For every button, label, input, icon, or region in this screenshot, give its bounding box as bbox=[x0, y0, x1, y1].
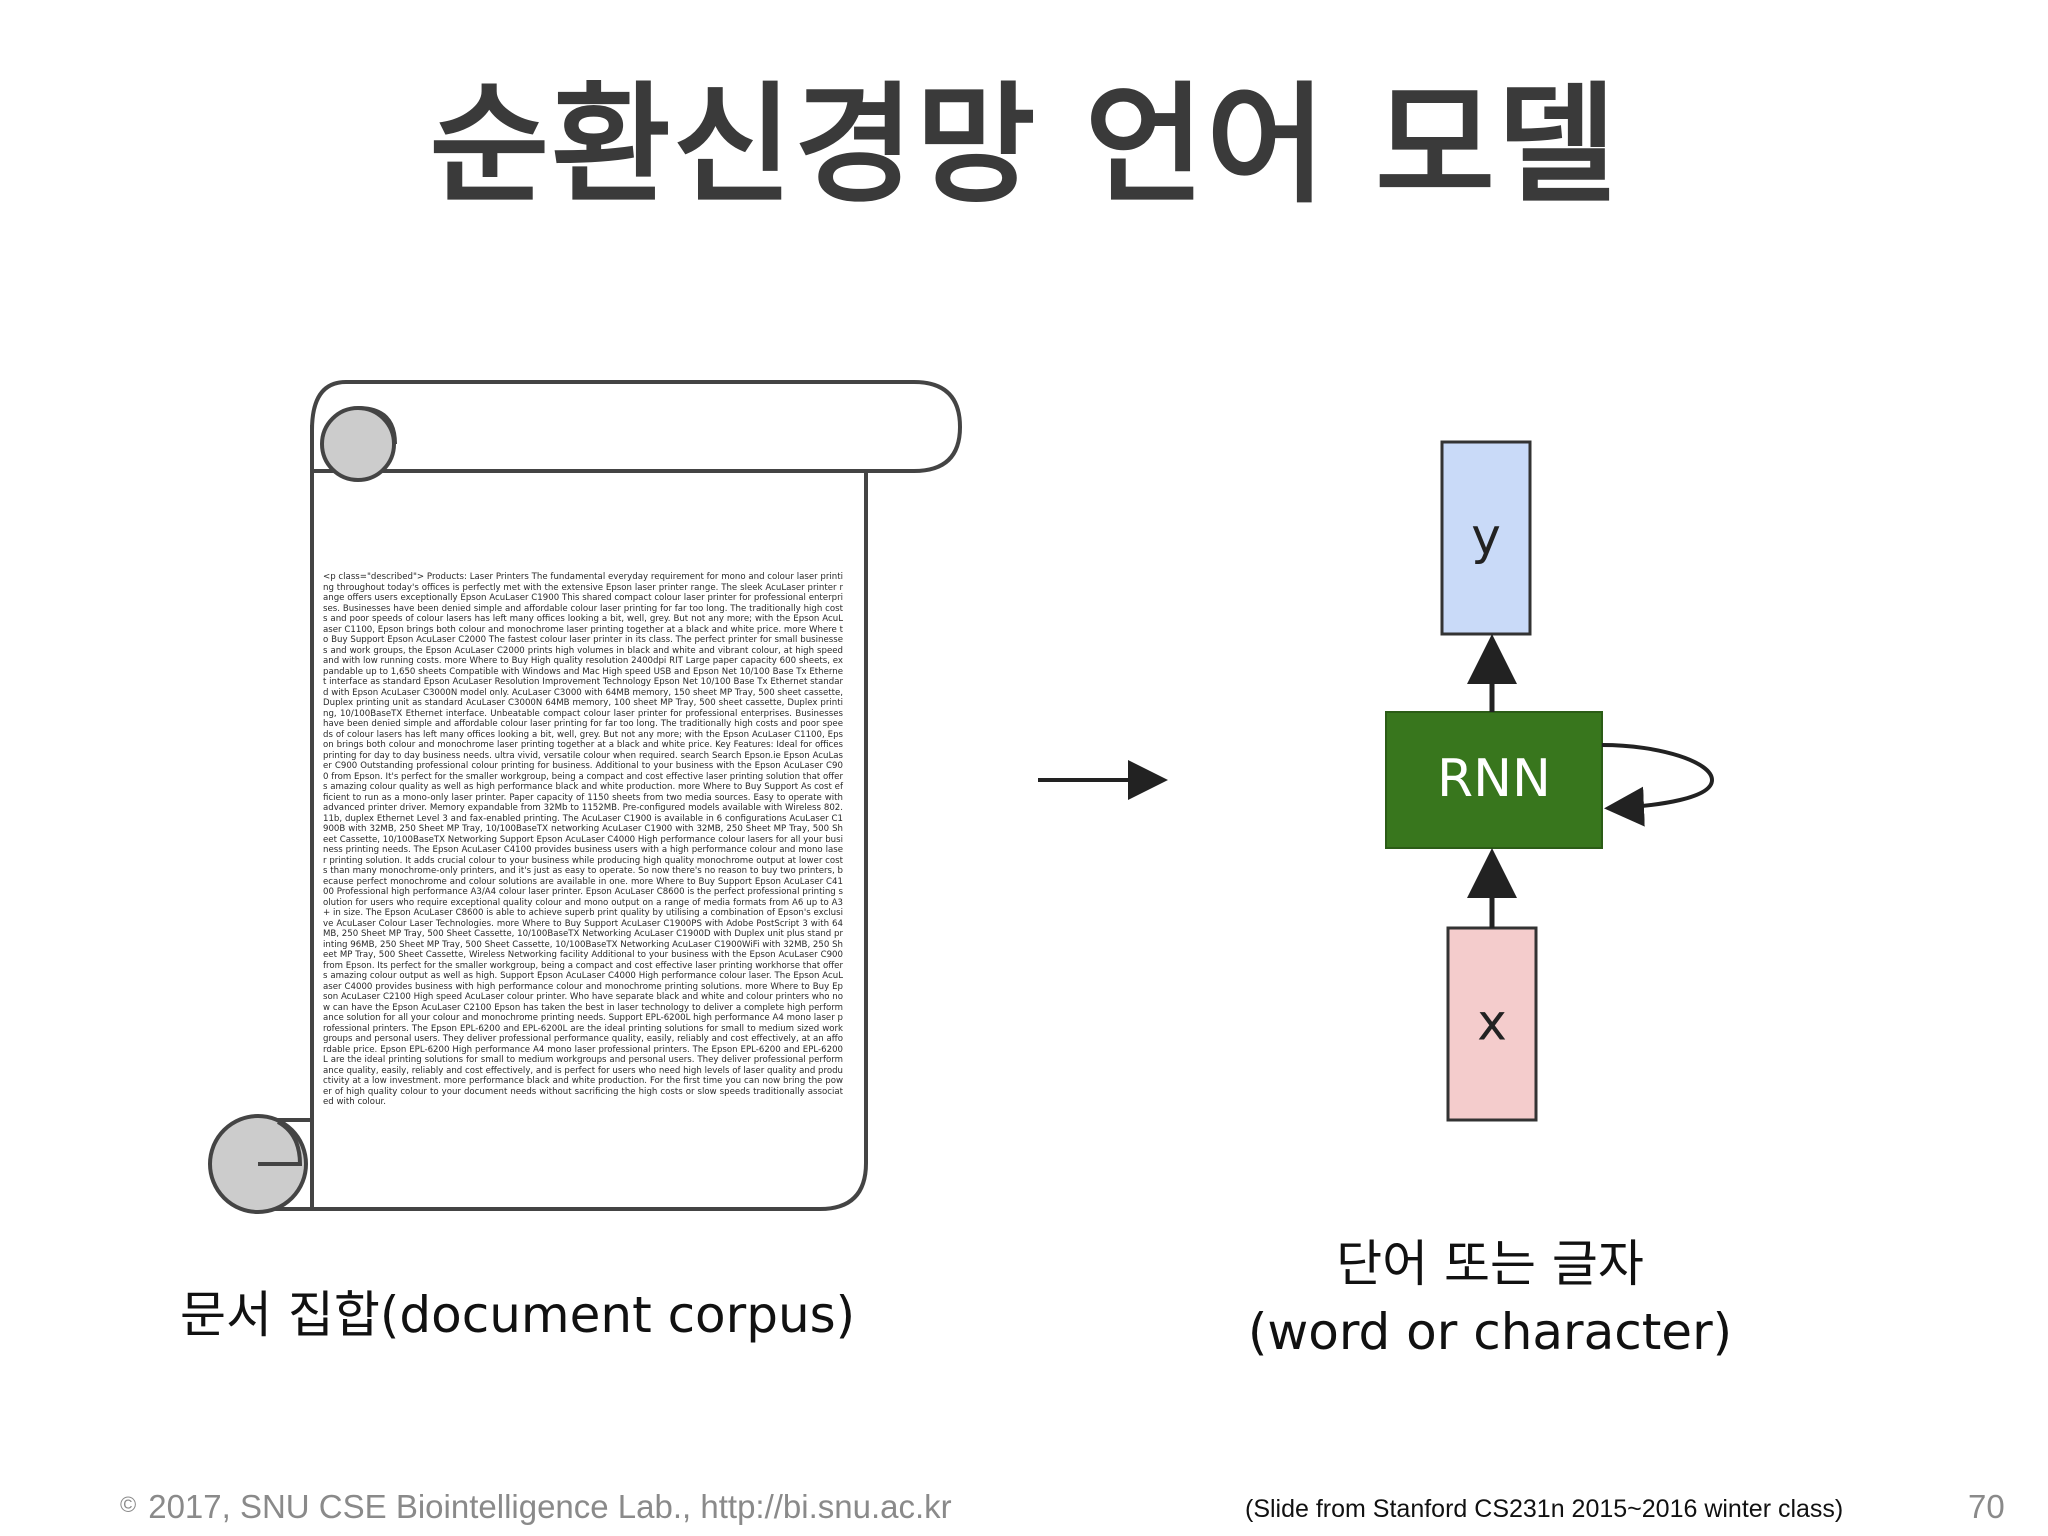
scroll-top-roll bbox=[310, 380, 963, 473]
input-box bbox=[1446, 926, 1538, 1122]
recurrent-loop-arrow bbox=[1601, 743, 1715, 827]
page-number: 70 bbox=[1968, 1488, 2005, 1525]
input-label: x bbox=[1477, 994, 1507, 1052]
rnn-cell-label: RNN bbox=[1437, 749, 1551, 809]
rnn-caption: 단어 또는 글자 (word or character) bbox=[1230, 1230, 1750, 1366]
document-scroll-icon bbox=[208, 380, 963, 1214]
footer-credit: © 2017, SNU CSE Biointelligence Lab., htt… bbox=[120, 1488, 952, 1526]
copyright-symbol: © bbox=[120, 1492, 137, 1517]
slide-title: 순환신경망 언어 모델 bbox=[429, 69, 1619, 221]
rnn-caption-line1: 단어 또는 글자 bbox=[1336, 1235, 1644, 1293]
scroll-paper bbox=[310, 425, 868, 1211]
rnn-diagram: y RNN x bbox=[1385, 440, 1715, 1122]
corpus-text: <p class="described"> Products: Laser Pr… bbox=[323, 572, 843, 1107]
scroll-top-curl bbox=[320, 406, 396, 482]
footer-source: (Slide from Stanford CS231n 2015~2016 wi… bbox=[1245, 1495, 1844, 1523]
output-label: y bbox=[1471, 508, 1501, 566]
footer-credit-text: 2017, SNU CSE Biointelligence Lab., http… bbox=[148, 1488, 952, 1525]
corpus-caption: 문서 집합(document corpus) bbox=[180, 1286, 856, 1344]
rnn-caption-line2: (word or character) bbox=[1247, 1303, 1733, 1361]
rnn-cell bbox=[1385, 711, 1603, 849]
